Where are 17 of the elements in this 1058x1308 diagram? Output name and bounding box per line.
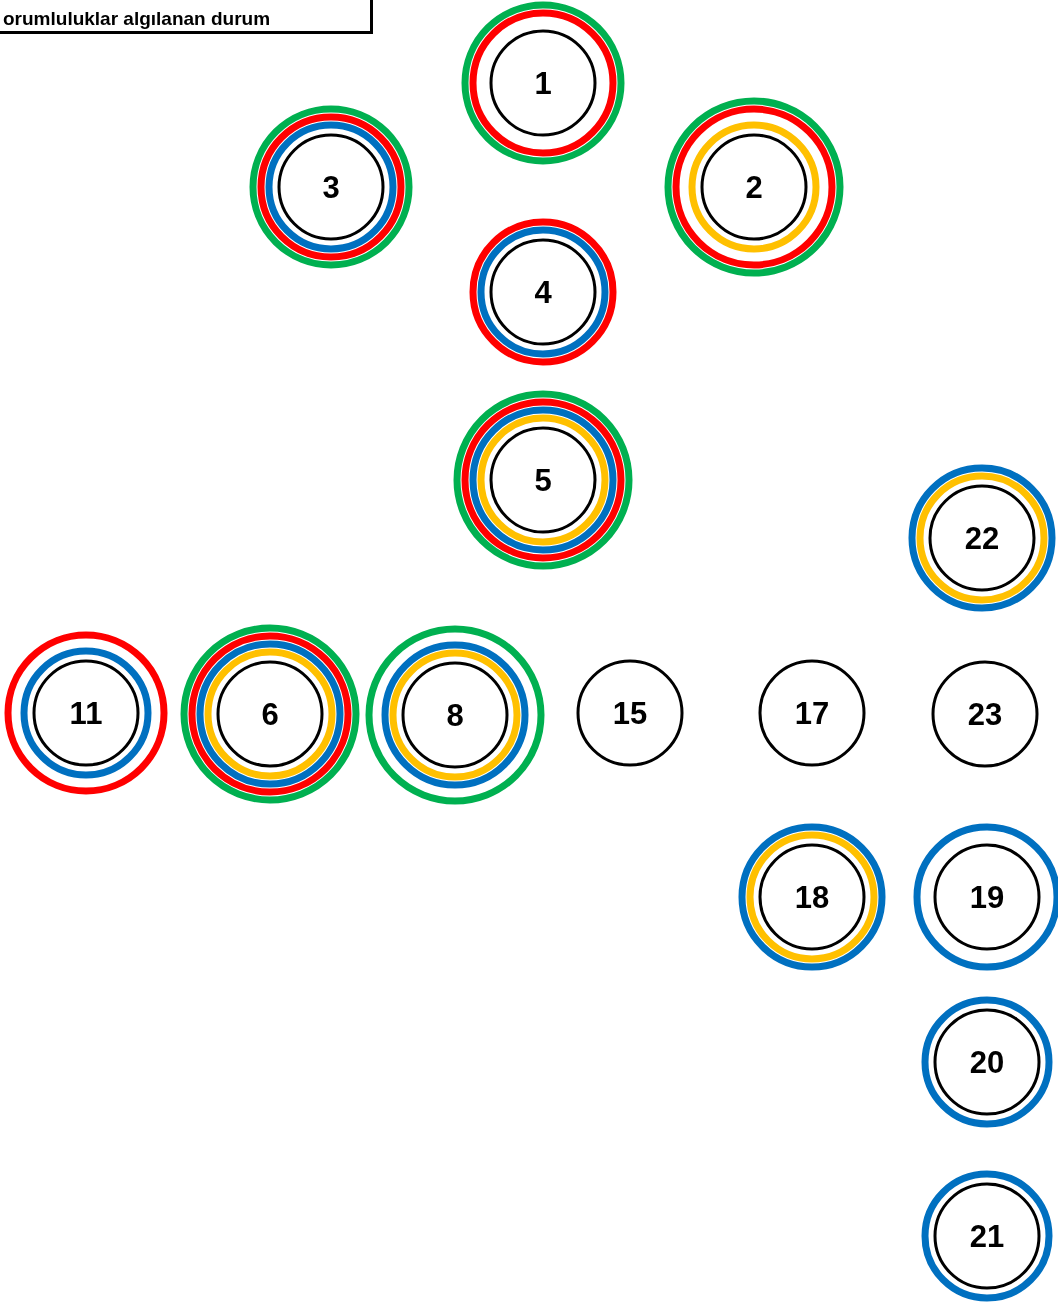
circle-number: 21 [969,1220,1005,1252]
circle-number: 6 [261,698,279,730]
circle-number: 15 [612,697,648,729]
note-text: orumluluklar algılanan durum [3,8,271,30]
circle-number: 19 [969,881,1005,913]
circle-number: 17 [794,697,830,729]
circle-number: 18 [794,881,830,913]
circle-number: 8 [446,699,464,731]
circle-number: 11 [69,697,103,729]
circle-number: 1 [534,67,552,99]
circle-number: 4 [534,276,552,308]
circle-number: 3 [322,171,340,203]
circle-number: 5 [534,464,552,496]
circle-number: 2 [745,171,763,203]
circle-number: 20 [969,1046,1005,1078]
circle-number: 22 [964,522,1000,554]
circle-number: 23 [967,698,1003,730]
